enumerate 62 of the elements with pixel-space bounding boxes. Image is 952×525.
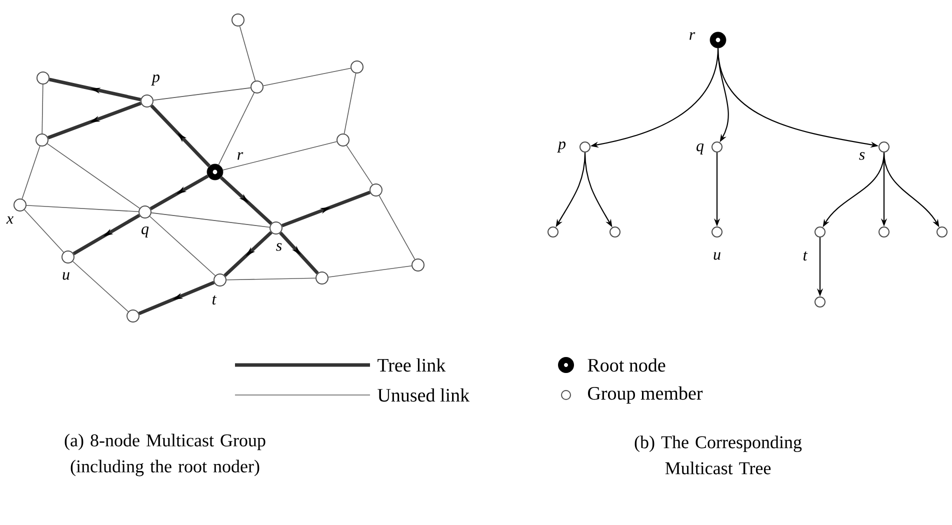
link-line [149,216,216,276]
link-line [153,87,251,101]
panel-caption: (a) 8-node Multicast Group (including the root noder) [64,434,266,476]
link-line [378,195,416,260]
link-line [344,72,356,134]
node-letter: t [804,251,808,261]
node-letter: s [859,152,865,160]
node-letter: r [238,152,244,160]
link-line [151,212,270,228]
link-line [22,146,40,200]
member-node [370,184,382,196]
link-line [226,278,316,280]
node-letter: p [151,74,160,86]
node-letter: q [142,226,149,238]
legend-text: Tree link [378,358,446,372]
link-line [24,209,64,253]
tree-link [220,176,272,225]
link-line [46,143,140,209]
node-letter: r [690,32,696,40]
tree-link [279,232,319,274]
link-line [218,92,255,166]
member-node [610,226,620,238]
member-node [412,258,424,272]
tree-link [48,78,142,102]
member-node [814,296,826,308]
link-line [262,68,352,86]
tree-link [150,174,209,210]
member-node [878,226,890,238]
node-letter: q [696,144,704,154]
link-line [346,145,373,185]
tree-link [72,214,140,256]
link-line [42,84,44,134]
member-node [336,134,350,146]
node-letter: s [276,243,282,251]
member-node [36,72,50,84]
node-letter: p [557,142,566,152]
member-node [350,60,364,74]
member-node [126,310,140,322]
tree-link [150,104,211,168]
node-letter: x [6,216,14,224]
tree-link [48,102,142,140]
tree-link [281,190,371,228]
legend-text: Unused link [378,388,470,402]
tree-link [224,231,272,277]
link-line [222,141,338,170]
member-node [936,226,948,238]
node-letter: u [62,272,70,280]
legend-text: Root node [588,358,666,372]
tree-link [138,280,215,316]
link-line [26,204,139,212]
node-letter: u [714,252,720,260]
member-node [36,134,48,146]
member-node [250,80,264,94]
node-letter: t [212,295,217,305]
panel-caption: (b) The Corresponding Multicast Tree [634,436,802,474]
link-line [239,26,256,82]
link-line [328,265,412,278]
member-node [232,14,244,26]
member-node [316,272,328,284]
legend-text: Group member [588,386,703,404]
link-line [72,260,129,312]
member-node [548,226,558,238]
